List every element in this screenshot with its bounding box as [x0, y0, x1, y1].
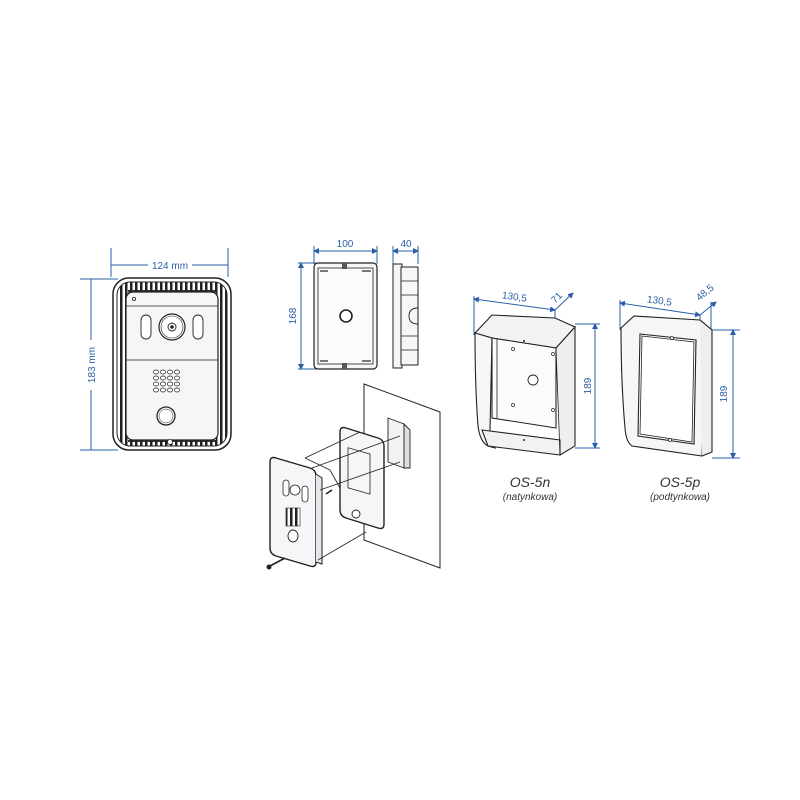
- panel-height-dimension: [80, 278, 118, 451]
- cable-entry-icon: [339, 309, 353, 323]
- screw-icon: [269, 557, 286, 567]
- os5n-height-label: 189: [583, 377, 594, 394]
- panel-front-view: 124 mm 183 mm: [80, 248, 232, 451]
- os5p-depth-label: 48,5: [694, 282, 716, 303]
- os5n-height-dimension: [575, 323, 600, 449]
- os5p-height-dimension: [712, 329, 740, 459]
- wall-bracket: [387, 417, 405, 469]
- flush-box-height-label: 168: [288, 307, 299, 324]
- os5p-height-label: 189: [719, 385, 730, 402]
- os5p-width-label: 130,5: [646, 294, 673, 308]
- os5p-model-label: OS-5p: [660, 474, 701, 490]
- os5n-width-label: 130,5: [501, 290, 528, 304]
- os5p-width-dimension: [619, 300, 717, 330]
- call-button-icon: [156, 406, 176, 426]
- flush-box-side-view: 40: [392, 239, 419, 369]
- os5n-type-label: (natynkowa): [503, 492, 557, 503]
- screw-icon: [167, 439, 173, 445]
- flush-box-height-dimension: [298, 262, 318, 370]
- mounting-frame: [339, 426, 385, 530]
- flush-box-width-label: 100: [337, 239, 354, 250]
- os5p-type-label: (podtynkowa): [650, 492, 710, 503]
- os5p-housing: 130,5 48,5 189 OS-5p (podtynkowa): [619, 282, 740, 503]
- os5n-housing: 130,5 71 189 OS-5n (natynkowa): [473, 290, 600, 503]
- panel-height-label: 183 mm: [87, 347, 98, 383]
- panel-width-label: 124 mm: [152, 261, 188, 272]
- flush-box-depth-label: 40: [400, 239, 412, 250]
- flush-box-width-dimension: [313, 246, 378, 264]
- os5n-model-label: OS-5n: [510, 474, 551, 490]
- led-icon: [131, 296, 136, 301]
- ir-led-left: [140, 314, 152, 340]
- ir-led-right: [192, 314, 204, 340]
- flush-box-front-view: 100 168: [288, 239, 378, 370]
- panel-width-dimension: [110, 248, 229, 277]
- mounting-exploded-view: [266, 383, 441, 570]
- os5n-depth-label: 71: [549, 290, 565, 306]
- flush-box-depth-dimension: [392, 246, 419, 264]
- keypad-icon: [153, 369, 180, 393]
